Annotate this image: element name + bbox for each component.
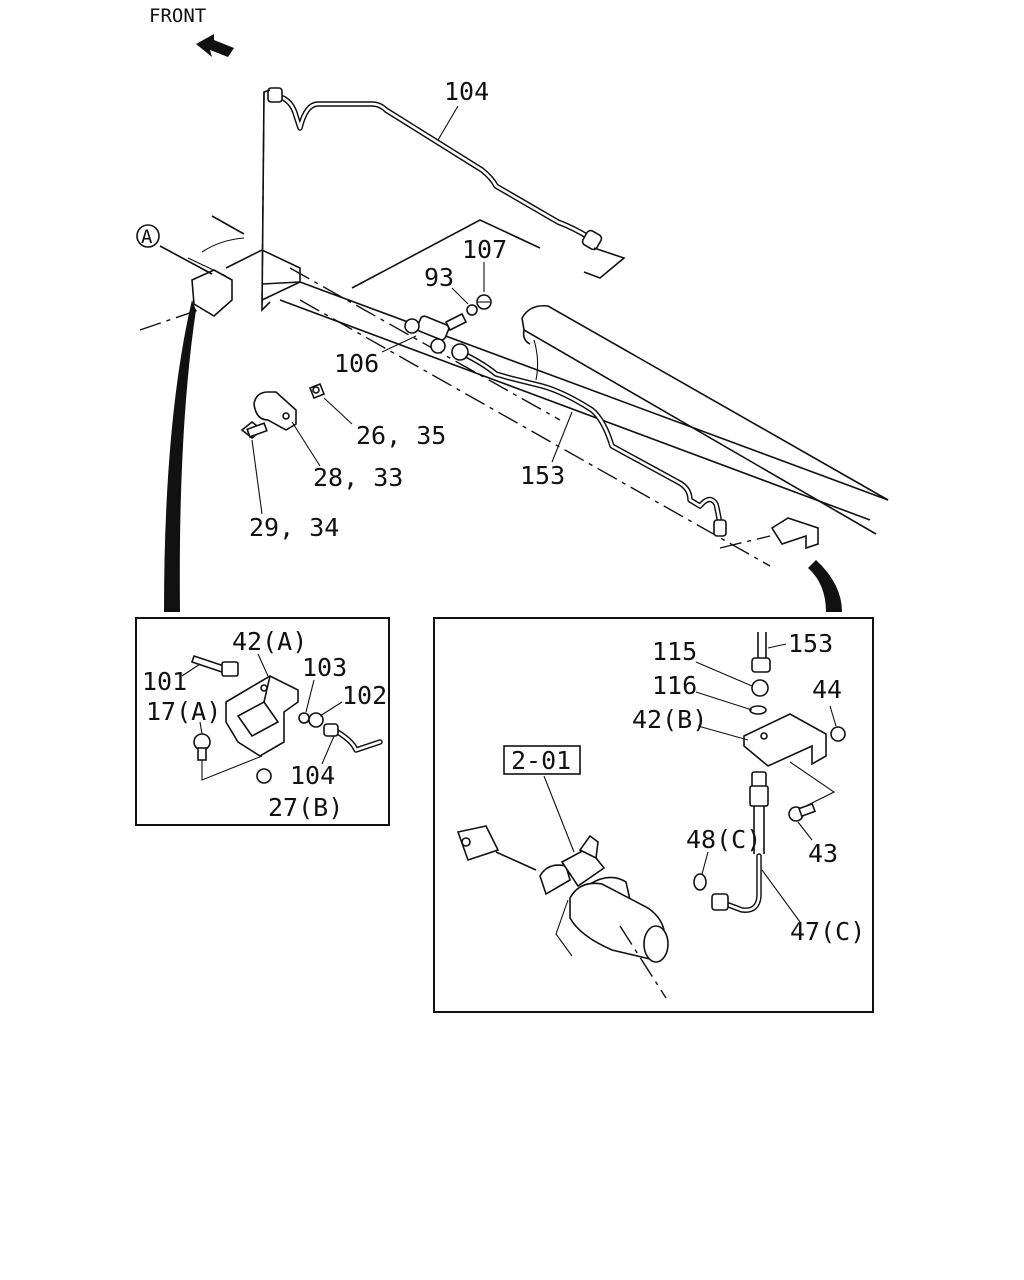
callout-103: 103 — [302, 653, 347, 682]
callout-116: 116 — [652, 671, 697, 700]
front-label: FRONT — [149, 5, 206, 27]
callout-93: 93 — [424, 263, 454, 292]
leader-28-33 — [291, 421, 321, 467]
callout-29-34: 29, 34 — [249, 513, 339, 542]
leader-104-left — [321, 735, 335, 765]
callout-2-01-box — [503, 745, 581, 775]
callout-101: 101 — [142, 667, 187, 696]
callout-17a: 17(A) — [146, 697, 221, 726]
leader-26-35 — [323, 397, 353, 425]
leader-101 — [181, 663, 201, 677]
leader-44 — [829, 705, 837, 727]
pipe-104 — [261, 87, 626, 312]
pointer-arrow-left — [164, 300, 196, 612]
leader-104-main — [437, 105, 459, 141]
leader-115 — [695, 661, 753, 687]
callout-102: 102 — [342, 681, 387, 710]
leader-106 — [381, 335, 417, 353]
clip-assembly — [240, 382, 326, 440]
callout-28-33: 28, 33 — [313, 463, 403, 492]
callout-104-left: 104 — [290, 761, 335, 790]
leader-2-01 — [543, 775, 575, 853]
callout-2-01: 2-01 — [511, 746, 571, 775]
leader-48c — [701, 851, 709, 875]
detail-marker-a — [136, 224, 160, 248]
bracket-right — [719, 517, 819, 550]
frame-rail — [139, 215, 889, 567]
callout-153-main: 153 — [520, 461, 565, 490]
callout-107: 107 — [462, 235, 507, 264]
leader-102 — [319, 701, 343, 717]
callout-153-right: 153 — [788, 629, 833, 658]
front-arrow-icon — [196, 34, 234, 57]
leader-17a — [199, 721, 203, 735]
detail-box-right — [433, 617, 874, 1013]
leader-103 — [305, 679, 315, 713]
pointer-arrow-right — [808, 560, 842, 612]
detail-left-parts — [190, 654, 383, 784]
callout-47c: 47(C) — [790, 917, 865, 946]
leader-43 — [797, 821, 813, 841]
callout-43: 43 — [808, 839, 838, 868]
detail-box-left — [135, 617, 390, 826]
leader-153-main — [551, 411, 573, 463]
leader-153-right — [767, 643, 787, 649]
leader-47c — [761, 869, 801, 923]
tee-joint-106 — [351, 219, 541, 354]
detail-right-parts — [456, 632, 846, 999]
callout-44: 44 — [812, 675, 842, 704]
leader-116 — [695, 691, 753, 711]
callout-115: 115 — [652, 637, 697, 666]
callout-104-main: 104 — [444, 77, 489, 106]
detail-marker-a-label: A — [141, 226, 153, 248]
callout-48c: 48(C) — [686, 825, 761, 854]
leader-42a — [257, 653, 269, 677]
callout-26-35: 26, 35 — [356, 421, 446, 450]
leader-42b — [697, 725, 749, 741]
pipe-153 — [451, 343, 727, 537]
leader-29-34 — [251, 439, 263, 515]
callout-42b: 42(B) — [632, 705, 707, 734]
callout-106: 106 — [334, 349, 379, 378]
callout-27b: 27(B) — [268, 793, 343, 822]
leader-93 — [451, 287, 469, 305]
callout-42a: 42(A) — [232, 627, 307, 656]
bracket-a — [159, 245, 233, 317]
